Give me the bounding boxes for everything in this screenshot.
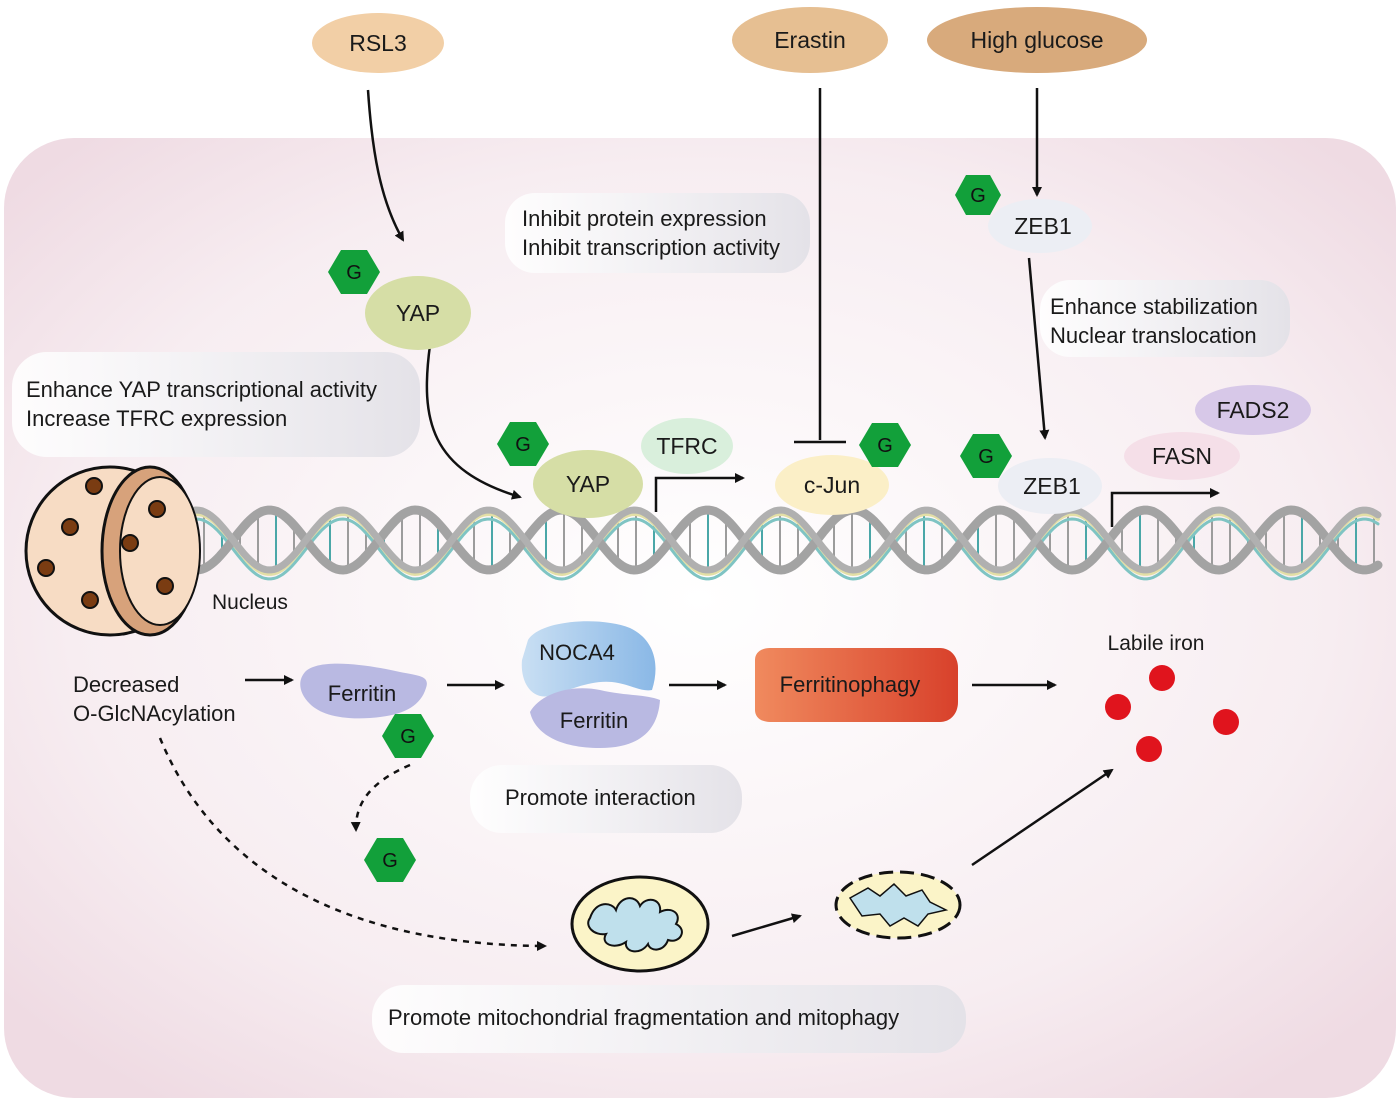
nucleus: [24, 465, 201, 637]
rsl3-label: RSL3: [349, 30, 407, 56]
zeb1-effect-note: Enhance stabilization Nuclear translocat…: [1040, 280, 1290, 357]
mitochondrion-fragmented: [834, 870, 962, 940]
complex-ferritin-label: Ferritin: [560, 708, 628, 733]
fasn-label: FASN: [1152, 443, 1212, 469]
yap-to-dna-arrow: [425, 344, 522, 500]
zeb1-dna-bound: ZEB1: [998, 458, 1102, 514]
tfrc-label: TFRC: [656, 433, 717, 459]
ferritinophagy-box: Ferritinophagy: [755, 648, 958, 722]
rsl3-stimulus: RSL3: [312, 13, 444, 73]
mito-fragmentation-arrow: [731, 913, 802, 938]
noca4-label: NOCA4: [539, 640, 615, 665]
zeb1-translocation-arrow: [1027, 257, 1050, 440]
g-release-dashed-arrow: [350, 763, 411, 832]
nucleus-label: Nucleus: [212, 591, 288, 614]
zeb1-note-line2: Nuclear translocation: [1050, 323, 1257, 348]
svg-text:G: G: [877, 435, 893, 457]
dna-strand-grey-2: [156, 506, 1382, 574]
erastin-stimulus: Erastin: [732, 7, 888, 73]
yap-dna-label: YAP: [566, 471, 610, 497]
svg-text:G: G: [978, 446, 994, 468]
zeb1-note-line1: Enhance stabilization: [1050, 294, 1258, 319]
g-hexagon-released: G: [364, 838, 416, 882]
noca4-ferritin-complex: NOCA4 Ferritin: [521, 621, 660, 748]
erastin-effect-note: Inhibit protein expression Inhibit trans…: [505, 193, 810, 273]
high-glucose-stimulus: High glucose: [927, 7, 1147, 73]
tfrc-transcription-arrow: [654, 473, 745, 512]
high-glucose-label: High glucose: [971, 27, 1104, 53]
dna-strand-backbone-teal: [158, 517, 1380, 581]
cjun-protein: c-Jun: [775, 455, 889, 515]
yap-effect-note: Enhance YAP transcriptional activity Inc…: [12, 352, 420, 457]
g-hexagon-yap-top: G: [328, 250, 380, 294]
yap-dna-bound: YAP: [533, 450, 643, 518]
zeb1-transcription-arrow: [1110, 488, 1220, 527]
fads2-label: FADS2: [1217, 397, 1290, 423]
svg-text:G: G: [382, 850, 398, 872]
zeb1-cytoplasm: ZEB1: [988, 199, 1092, 253]
yap-cytoplasm: YAP: [365, 276, 471, 350]
yap-top-label: YAP: [396, 300, 440, 326]
tfrc-protein: TFRC: [641, 418, 733, 474]
mitochondrion-intact: [570, 875, 710, 973]
fasn-protein: FASN: [1124, 432, 1240, 480]
svg-text:G: G: [346, 262, 362, 284]
promote-interaction-label: Promote interaction: [505, 785, 696, 810]
erastin-note-line1: Inhibit protein expression: [522, 206, 767, 231]
mitochondrial-note: Promote mitochondrial fragmentation and …: [372, 985, 966, 1053]
promote-interaction-note: Promote interaction: [470, 765, 742, 833]
decreased-label-line1: Decreased: [73, 672, 179, 697]
fads2-protein: FADS2: [1195, 385, 1311, 435]
ferritinophagy-label: Ferritinophagy: [780, 672, 921, 697]
yap-note-line2: Increase TFRC expression: [26, 406, 287, 431]
ferritin-label: Ferritin: [328, 681, 396, 706]
svg-text:G: G: [515, 434, 531, 456]
dna-double-helix: [155, 505, 1383, 581]
mitochondrial-note-label: Promote mitochondrial fragmentation and …: [388, 1005, 899, 1030]
mitophagy-to-iron-arrow: [971, 768, 1114, 867]
svg-text:G: G: [400, 726, 416, 748]
g-hexagon-zeb1-top: G: [955, 175, 1001, 215]
ferritin-protein: Ferritin: [300, 663, 427, 719]
labile-iron-dots: [1105, 665, 1239, 762]
rsl3-to-yap-arrow: [366, 89, 405, 242]
cjun-label: c-Jun: [804, 472, 860, 498]
erastin-inhibition-line: [794, 88, 846, 444]
erastin-note-line2: Inhibit transcription activity: [522, 235, 780, 260]
g-hexagon-ferritin: G: [382, 714, 434, 758]
g-hexagon-cjun: G: [859, 423, 911, 467]
decreased-label-line2: O-GlcNAcylation: [73, 701, 236, 726]
labile-iron-label: Labile iron: [1108, 632, 1205, 655]
zeb1-top-label: ZEB1: [1014, 213, 1072, 239]
g-hexagon-yap-dna: G: [497, 422, 549, 466]
g-hexagon-zeb1-dna: G: [960, 434, 1012, 478]
yap-note-line1: Enhance YAP transcriptional activity: [26, 377, 377, 402]
svg-text:G: G: [970, 185, 986, 207]
zeb1-dna-label: ZEB1: [1023, 473, 1081, 499]
erastin-label: Erastin: [774, 27, 846, 53]
dna-strand-grey: [155, 505, 1383, 575]
